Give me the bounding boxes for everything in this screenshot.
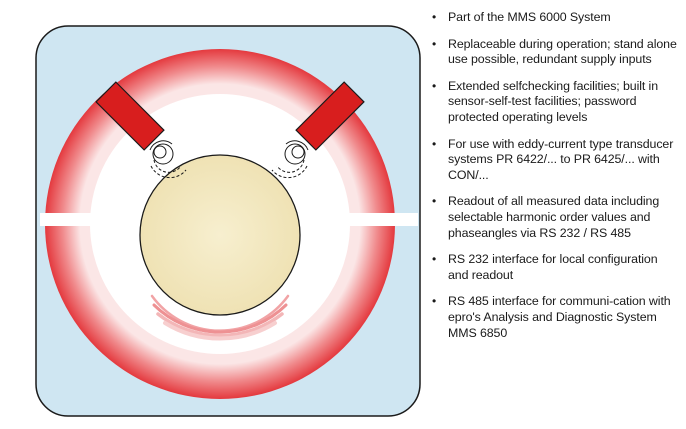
- feature-list: • Part of the MMS 6000 System • Replaceabl…: [430, 10, 680, 352]
- feature-text: Part of the MMS 6000 System: [448, 10, 611, 24]
- feature-item: • Readout of all measured data including …: [430, 194, 680, 241]
- feature-text: RS 232 interface for local configuration…: [448, 252, 658, 282]
- feature-text: RS 485 interface for communi-cation with…: [448, 294, 671, 340]
- feature-text: Replaceable during operation; stand alon…: [448, 36, 677, 67]
- feature-item: • Replaceable during operation; stand alo…: [430, 37, 680, 68]
- rotor-shaft: [139, 154, 301, 316]
- vibration-waves: [150, 294, 290, 341]
- eddy-current-sensor-icon: [295, 81, 365, 151]
- eddy-current-sensor-icon: [95, 81, 165, 151]
- feature-item: • RS 232 interface for local configuratio…: [430, 252, 680, 283]
- bullet-icon: •: [432, 194, 437, 209]
- bullet-icon: •: [432, 294, 437, 309]
- bullet-icon: •: [432, 36, 437, 51]
- bullet-icon: •: [432, 136, 437, 151]
- feature-text: For use with eddy-current type transduce…: [448, 136, 674, 182]
- bullet-icon: •: [432, 252, 437, 267]
- feature-item: • RS 485 interface for communi-cation wit…: [430, 294, 680, 341]
- bullet-icon: •: [432, 10, 437, 24]
- bearing-split-left: [40, 213, 102, 226]
- feature-text: Extended selfchecking facilities; built …: [448, 78, 658, 124]
- feature-text: Readout of all measured data including s…: [448, 194, 660, 240]
- feature-item: • Part of the MMS 6000 System: [430, 10, 680, 26]
- sensor-left: [95, 81, 187, 179]
- sensor-right: [271, 81, 365, 179]
- feature-item: • Extended selfchecking facilities; built…: [430, 79, 680, 126]
- bullet-icon: •: [432, 78, 437, 93]
- shaft-sensor-diagram: [35, 25, 421, 417]
- feature-item: • For use with eddy-current type transduc…: [430, 137, 680, 184]
- bearing-split-right: [338, 213, 418, 226]
